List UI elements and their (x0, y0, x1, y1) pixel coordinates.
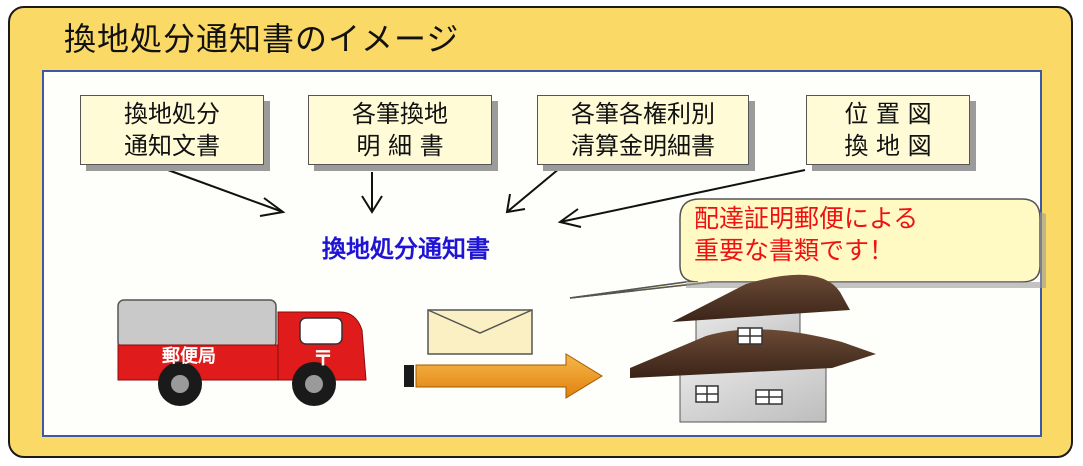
callout-line2: 重要な書類です！ (694, 236, 895, 265)
postal-truck (117, 299, 367, 406)
truck-label: 郵便局 (162, 346, 216, 367)
doc-arrows (167, 167, 806, 228)
doc-line1: 換地処分 (124, 100, 220, 128)
doc-line2: 換 地 図 (844, 132, 932, 160)
arrow-from-doc-1 (167, 169, 286, 217)
house-icon (630, 274, 876, 423)
page-title: 換地処分通知書のイメージ (64, 20, 460, 58)
doc-location-map: 位 置 図 換 地 図 (806, 95, 970, 165)
postal-mark-icon: 〒 (313, 346, 333, 370)
callout-bubble (569, 198, 1046, 299)
delivery-arrow (404, 353, 603, 399)
doc-settlement-detail: 各筆各権利別 清算金明細書 (537, 95, 749, 165)
replotting-notice-label: 換地処分通知書 (322, 235, 490, 263)
doc-parcel-detail: 各筆換地 明 細 書 (308, 95, 492, 165)
arrow-from-doc-4 (557, 169, 806, 228)
arrow-from-doc-3 (505, 167, 561, 214)
doc-line1: 各筆換地 (352, 100, 448, 128)
envelope-icon (427, 309, 533, 355)
doc-line2: 清算金明細書 (571, 132, 715, 160)
doc-line2: 明 細 書 (356, 132, 444, 160)
doc-notice-letter: 換地処分 通知文書 (80, 95, 264, 165)
doc-line1: 各筆各権利別 (571, 100, 715, 128)
doc-line2: 通知文書 (124, 132, 220, 160)
doc-line1: 位 置 図 (844, 100, 932, 128)
arrow-from-doc-2 (361, 172, 383, 214)
callout-text: 配達証明郵便による 重要な書類です！ (694, 203, 918, 267)
callout-line1: 配達証明郵便による (694, 204, 919, 233)
